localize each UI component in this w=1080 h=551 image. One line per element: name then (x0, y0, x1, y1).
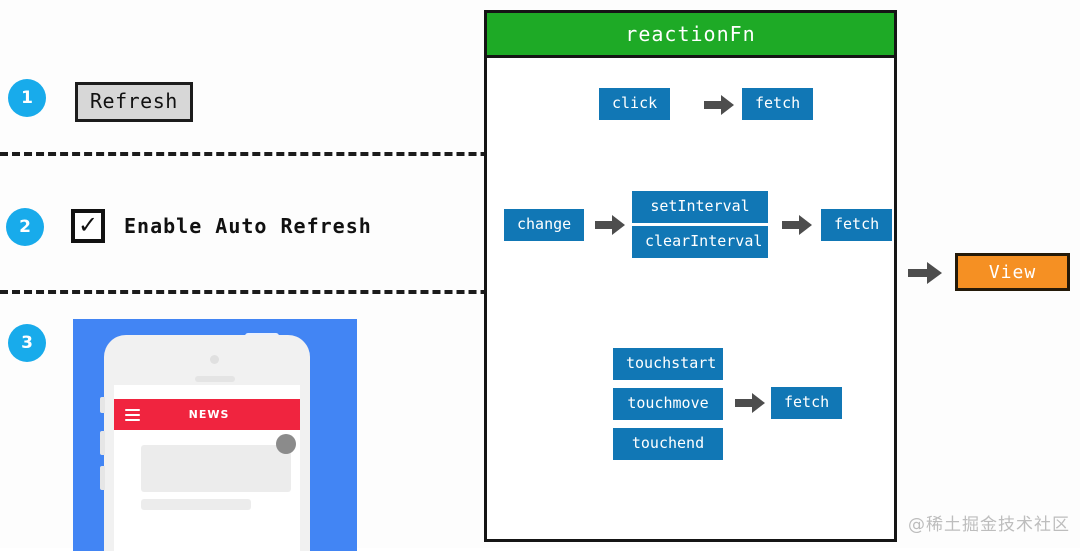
phone-speaker (195, 376, 235, 382)
watermark: @稀土掘金技术社区 (908, 515, 1070, 535)
phone-news-header: NEWS (114, 399, 300, 430)
refresh-button[interactable]: Refresh (75, 82, 193, 122)
node-touchend[interactable]: touchend (613, 428, 723, 461)
phone-content-line (141, 499, 251, 510)
reaction-fn-panel: reactionFn click fetch change setInterva… (484, 10, 897, 542)
section-divider (0, 290, 897, 294)
step-number-1: 1 (8, 79, 46, 117)
right-arrow-icon (782, 214, 812, 236)
step-number-3: 3 (8, 324, 46, 362)
phone-camera-icon (210, 355, 219, 364)
node-clear-interval[interactable]: clearInterval (632, 226, 768, 259)
section-divider (0, 152, 897, 156)
news-title: NEWS (188, 408, 230, 421)
right-arrow-icon (704, 94, 734, 116)
view-output-box[interactable]: View (955, 253, 1070, 291)
node-change[interactable]: change (504, 209, 585, 242)
node-fetch[interactable]: fetch (742, 88, 814, 121)
right-arrow-icon (735, 392, 765, 414)
step-number-2: 2 (6, 208, 44, 246)
phone-content-card (141, 445, 291, 492)
right-arrow-icon (908, 261, 942, 285)
node-fetch[interactable]: fetch (771, 387, 843, 420)
node-set-interval[interactable]: setInterval (632, 191, 768, 224)
phone-illustration: NEWS (73, 319, 357, 551)
hamburger-icon (125, 408, 140, 421)
checkmark-icon: ✓ (77, 211, 99, 239)
touch-dot-icon (276, 434, 296, 454)
phone-side-button (100, 397, 105, 413)
auto-refresh-label: Enable Auto Refresh (124, 214, 372, 238)
right-arrow-icon (595, 214, 625, 236)
node-fetch[interactable]: fetch (821, 209, 893, 242)
node-click[interactable]: click (599, 88, 671, 121)
auto-refresh-checkbox[interactable]: ✓ (71, 209, 105, 243)
phone-side-button (100, 466, 105, 490)
phone-side-button (100, 431, 105, 455)
auto-refresh-row[interactable]: ✓ Enable Auto Refresh (71, 209, 372, 243)
node-touchmove[interactable]: touchmove (613, 388, 723, 421)
node-touchstart[interactable]: touchstart (613, 348, 723, 381)
reaction-fn-title: reactionFn (487, 13, 894, 58)
